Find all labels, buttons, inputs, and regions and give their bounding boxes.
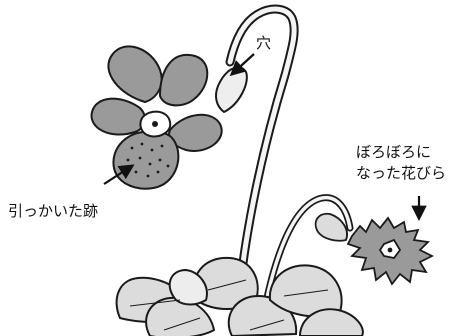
leaf	[145, 296, 216, 336]
leaf	[168, 268, 208, 306]
leaf-rosette	[115, 256, 364, 336]
calyx	[215, 66, 248, 114]
hole-arrow	[229, 53, 255, 77]
scratched-petal	[112, 130, 180, 190]
petal	[90, 97, 146, 136]
damaged-stem	[256, 194, 354, 336]
leaf-veins	[129, 279, 329, 331]
damaged-flower-bud	[314, 212, 348, 242]
leaf	[298, 308, 364, 336]
petal	[107, 45, 163, 104]
label-hole: 穴	[256, 34, 272, 52]
scratch-arrow	[103, 164, 135, 185]
violet-flower	[90, 45, 248, 190]
leaf	[193, 256, 259, 310]
petal	[158, 53, 209, 107]
leaf	[268, 264, 343, 318]
scratch-marks	[126, 142, 170, 178]
label-petals-line2: なった花びら	[356, 164, 447, 182]
main-stem	[225, 4, 299, 336]
label-petals-line1: ぼろぼろに	[356, 143, 432, 161]
label-scratch: 引っかいた跡	[8, 202, 99, 220]
damaged-flower	[314, 212, 435, 286]
